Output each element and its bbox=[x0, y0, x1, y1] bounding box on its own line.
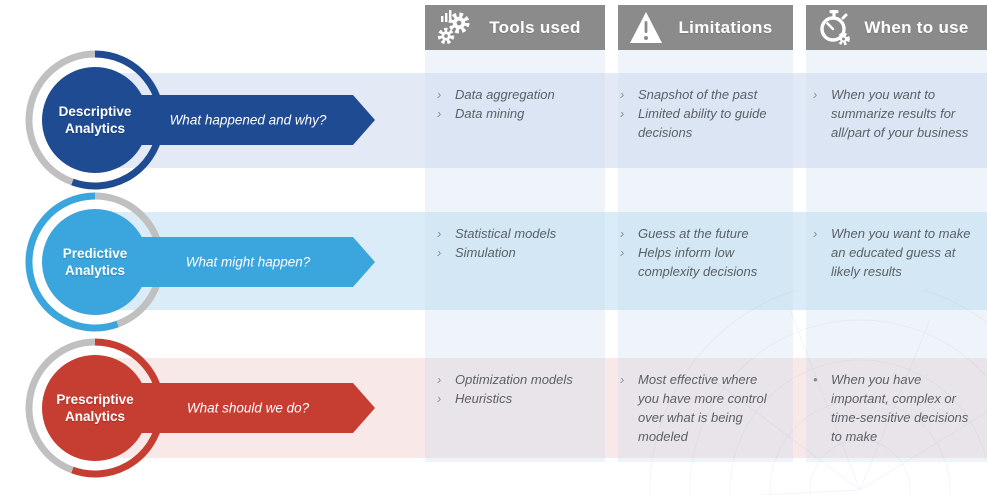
cell-prescriptive-tools: › Optimization models › Heuristics bbox=[437, 370, 615, 408]
column-header-label: When to use bbox=[864, 17, 969, 37]
cell-predictive-limitations: › Guess at the future › Helps inform low… bbox=[620, 224, 774, 281]
bubble-label-line1: Descriptive bbox=[58, 104, 132, 119]
warning-triangle-icon bbox=[630, 11, 662, 43]
list-item: › Optimization models bbox=[437, 370, 615, 389]
cell-descriptive-when: › When you want to summarize results for… bbox=[813, 85, 977, 142]
list-bullet: › bbox=[437, 226, 442, 241]
question-text: What should we do? bbox=[186, 400, 310, 416]
list-bullet: › bbox=[620, 226, 625, 241]
list-bullet: › bbox=[813, 87, 818, 102]
list-bullet: › bbox=[620, 245, 625, 260]
list-bullet: › bbox=[437, 372, 442, 387]
column-header-tools-used: Tools used bbox=[425, 5, 605, 50]
list-bullet: › bbox=[813, 226, 818, 241]
list-item: › Guess at the future bbox=[620, 224, 774, 243]
list-item: › Most effective where you have more con… bbox=[620, 370, 774, 446]
list-bullet: › bbox=[437, 245, 442, 260]
bubble-label-line1: Prescriptive bbox=[56, 392, 134, 407]
column-tint-when bbox=[806, 50, 987, 462]
cell-predictive-tools: › Statistical models › Simulation bbox=[437, 224, 615, 262]
list-bullet: • bbox=[813, 372, 818, 387]
list-item: › When you want to summarize results for… bbox=[813, 85, 977, 142]
list-bullet: › bbox=[620, 372, 625, 387]
bubble-label-line2: Analytics bbox=[64, 263, 126, 278]
question-text: What might happen? bbox=[185, 254, 311, 270]
list-item: › Data mining bbox=[437, 104, 615, 123]
column-tint-limitations bbox=[618, 50, 793, 462]
list-item: › Simulation bbox=[437, 243, 615, 262]
bubble-label-line1: Predictive bbox=[62, 246, 128, 261]
background-watermark bbox=[649, 290, 987, 495]
cell-descriptive-tools: › Data aggregation › Data mining bbox=[437, 85, 615, 123]
list-item: › Heuristics bbox=[437, 389, 615, 408]
list-bullet: › bbox=[437, 87, 442, 102]
list-bullet: › bbox=[437, 106, 442, 121]
stopwatch-gear-icon bbox=[820, 9, 850, 45]
list-item: › Snapshot of the past bbox=[620, 85, 774, 104]
cell-predictive-when: › When you want to make an educated gues… bbox=[813, 224, 977, 281]
column-header-limitations: Limitations bbox=[618, 5, 793, 50]
list-item-text: Guess at the future bbox=[638, 226, 749, 241]
list-item: › Limited ability to guide decisions bbox=[620, 104, 774, 142]
list-item: › Data aggregation bbox=[437, 85, 615, 104]
list-item-text: When you want to make an educated guess … bbox=[831, 226, 971, 279]
bubble-label-line2: Analytics bbox=[64, 121, 126, 136]
list-item: › When you want to make an educated gues… bbox=[813, 224, 977, 281]
cell-prescriptive-limitations: › Most effective where you have more con… bbox=[620, 370, 774, 446]
list-item: › Helps inform low complexity decisions bbox=[620, 243, 774, 281]
list-bullet: › bbox=[437, 391, 442, 406]
list-item-text: When you want to summarize results for a… bbox=[831, 87, 969, 140]
bubble-label-line2: Analytics bbox=[64, 409, 126, 424]
list-item-text: Simulation bbox=[455, 245, 516, 260]
bubble-prescriptive-analytics: Prescriptive Analytics bbox=[42, 355, 148, 461]
column-tint-tools bbox=[425, 50, 605, 462]
list-item: • When you have important, complex or ti… bbox=[813, 370, 977, 446]
cell-descriptive-limitations: › Snapshot of the past › Limited ability… bbox=[620, 85, 774, 142]
list-item-text: Helps inform low complexity decisions bbox=[638, 245, 758, 279]
list-item: › Statistical models bbox=[437, 224, 615, 243]
list-item-text: Most effective where you have more contr… bbox=[638, 372, 767, 444]
column-header-label: Tools used bbox=[489, 17, 581, 37]
list-item-text: Data aggregation bbox=[455, 87, 555, 102]
list-item-text: Snapshot of the past bbox=[638, 87, 758, 102]
column-header-label: Limitations bbox=[678, 17, 773, 37]
list-item-text: Statistical models bbox=[455, 226, 557, 241]
list-item-text: Optimization models bbox=[455, 372, 573, 387]
question-text: What happened and why? bbox=[169, 112, 327, 128]
list-bullet: › bbox=[620, 87, 625, 102]
cell-prescriptive-when: • When you have important, complex or ti… bbox=[813, 370, 977, 446]
gears-chart-icon bbox=[437, 9, 470, 44]
column-header-when-to-use: When to use bbox=[806, 5, 987, 50]
list-item-text: Data mining bbox=[455, 106, 525, 121]
list-item-text: Heuristics bbox=[455, 391, 513, 406]
list-bullet: › bbox=[620, 106, 625, 121]
list-item-text: Limited ability to guide decisions bbox=[638, 106, 767, 140]
bubble-descriptive-analytics: Descriptive Analytics bbox=[42, 67, 148, 173]
list-item-text: When you have important, complex or time… bbox=[831, 372, 969, 444]
bubble-predictive-analytics: Predictive Analytics bbox=[42, 209, 148, 315]
